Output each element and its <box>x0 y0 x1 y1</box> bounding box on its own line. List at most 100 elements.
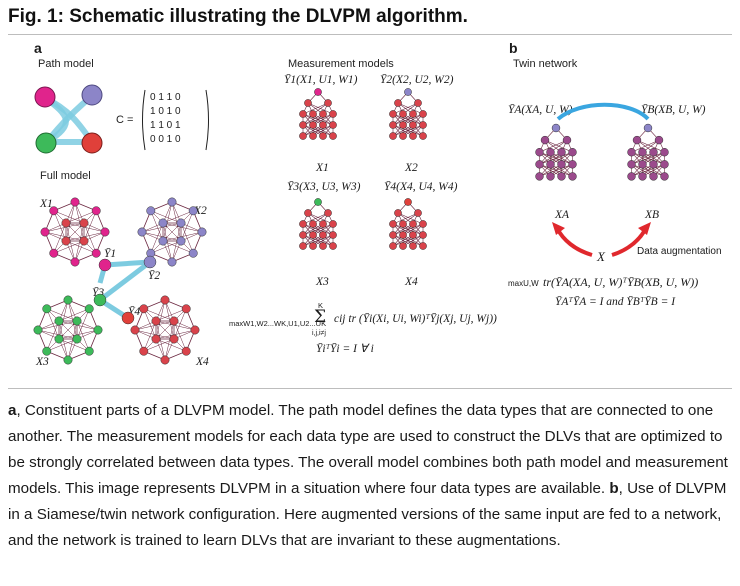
mm3-net-node <box>309 242 317 250</box>
twin-b-net-node <box>627 160 636 169</box>
mm-x3-label: X3 <box>316 276 329 288</box>
twin-b-net-node <box>660 147 669 157</box>
full-cluster-2-node <box>146 206 156 216</box>
mm4-net-node <box>389 242 397 250</box>
mm2-net-node <box>389 110 397 118</box>
mm2-net-node <box>419 121 427 129</box>
twin-ya-label: ȲA(XA, U, W) <box>508 104 573 116</box>
mm3-net-node <box>299 220 307 228</box>
full-cluster-3-node <box>84 346 94 356</box>
mm3-net-node <box>299 242 307 250</box>
full-cluster-1-node <box>49 206 59 216</box>
twin-b-net-node <box>649 172 658 181</box>
title-rule <box>8 34 732 35</box>
full-cluster-1-node <box>49 248 59 258</box>
mm-mid-right-label: Ȳ4(X4, U4, W4) <box>384 181 458 193</box>
mm4-net-node <box>419 231 427 239</box>
twin-b-net-node <box>632 135 642 145</box>
mm1-net-node <box>309 121 317 129</box>
twin-b-net-node <box>638 160 647 169</box>
objective-b-body: tr(ȲA(XA, U, W)ᵀȲB(XB, U, W)) <box>543 275 699 289</box>
mm3-net-node <box>329 220 337 228</box>
full-cluster-2-node <box>176 236 186 246</box>
mm2-net-node <box>419 132 427 140</box>
matrix-row: 1 0 1 0 <box>150 106 181 117</box>
mm3-net-node <box>319 220 327 228</box>
full-y4-node <box>121 311 135 325</box>
measurement-models-label: Measurement models <box>288 58 394 70</box>
twin-arrows <box>552 102 651 257</box>
full-cluster-2-node <box>167 257 177 267</box>
full-cluster-4-node <box>151 334 161 344</box>
mm4-net-node <box>409 220 417 228</box>
path-model-diagram <box>34 84 103 154</box>
twin-a-net-node <box>546 160 555 169</box>
mm1-net-node <box>319 121 327 129</box>
data-augmentation-label: Data augmentation <box>637 246 722 257</box>
full-y1-node <box>98 258 112 272</box>
full-cluster-4-node <box>169 316 179 326</box>
full-cluster-4-node <box>151 316 161 326</box>
mm3-net-node <box>309 231 317 239</box>
mm4-net-node <box>419 242 427 250</box>
twin-a-net-node <box>568 160 577 169</box>
caption-b-text: , Use of DLVPM in a Siamese/twin network… <box>8 480 727 549</box>
twin-xb-label: XB <box>645 209 660 221</box>
mm2-net-node <box>389 132 397 140</box>
mm4-net-node <box>409 242 417 250</box>
full-cluster-2-node <box>158 218 168 228</box>
full-cluster-1-node <box>70 257 80 267</box>
path-model-label: Path model <box>38 58 94 70</box>
mm1-net-node <box>319 132 327 140</box>
mm1-net-node <box>314 88 322 96</box>
mm-top-right-label: Ȳ2(X2, U2, W2) <box>380 74 454 86</box>
mm1-net-node <box>329 132 337 140</box>
full-cluster-1-node <box>61 218 71 228</box>
twin-b-net-node <box>638 147 647 157</box>
twin-a-net-node <box>557 160 566 169</box>
mm2-net-node <box>394 99 402 107</box>
mm2-net-node <box>409 121 417 129</box>
twin-b-net-node <box>649 160 658 169</box>
twin-network-label: Twin network <box>513 58 578 70</box>
twin-b-net-node <box>627 147 636 157</box>
mm4-net-node <box>414 209 422 217</box>
objective-a-sum: Σ <box>314 307 327 327</box>
full-cluster-1-node <box>91 248 101 258</box>
full-cluster-1-node <box>79 236 89 246</box>
twin-a-net-node <box>540 135 550 145</box>
constraint-a: ȲiᵀȲi = I ∀ i <box>316 343 374 355</box>
mm1-net-node <box>299 132 307 140</box>
full-cluster-1-node <box>61 236 71 246</box>
full-cluster-2-node <box>188 248 198 258</box>
full-x4-label: X4 <box>196 356 209 368</box>
full-cluster-4-node <box>181 346 191 356</box>
caption-a-letter: a <box>8 402 17 419</box>
full-cluster-1-node <box>91 206 101 216</box>
twin-a-net-node <box>551 123 561 133</box>
objective-a-prefix: maxW1,W2...WK,U1,U2...UK <box>229 319 327 328</box>
caption-rule <box>8 388 732 389</box>
constraint-b: ȲAᵀȲA = I and ȲBᵀȲB = I <box>555 296 676 308</box>
twin-a-net-node <box>535 172 544 181</box>
caption-a-text: , Constituent parts of a DLVPM model. Th… <box>8 402 728 497</box>
twin-xa-label: XA <box>555 209 570 221</box>
twin-b-net-node <box>654 135 664 145</box>
full-cluster-2-node <box>188 206 198 216</box>
figure-title: Fig. 1: Schematic illustrating the DLVPM… <box>8 6 468 27</box>
full-cluster-3-node <box>93 325 103 335</box>
full-cluster-3-node <box>42 346 52 356</box>
twin-x-label: X <box>597 249 605 264</box>
mm3-net-node <box>324 209 332 217</box>
full-cluster-1-node <box>40 227 50 237</box>
full-y1-label: Ȳ1 <box>104 248 117 260</box>
matrix-label: C = <box>116 114 134 126</box>
twin-a-net-node <box>562 135 572 145</box>
twin-a-net-node <box>557 172 566 181</box>
mm3-net-node <box>319 242 327 250</box>
full-cluster-4-node <box>160 355 170 365</box>
full-cluster-3-node <box>72 316 82 326</box>
full-cluster-4-node <box>190 325 200 335</box>
full-cluster-4-node <box>181 304 191 314</box>
matrix-row: 0 1 1 0 <box>150 92 181 103</box>
